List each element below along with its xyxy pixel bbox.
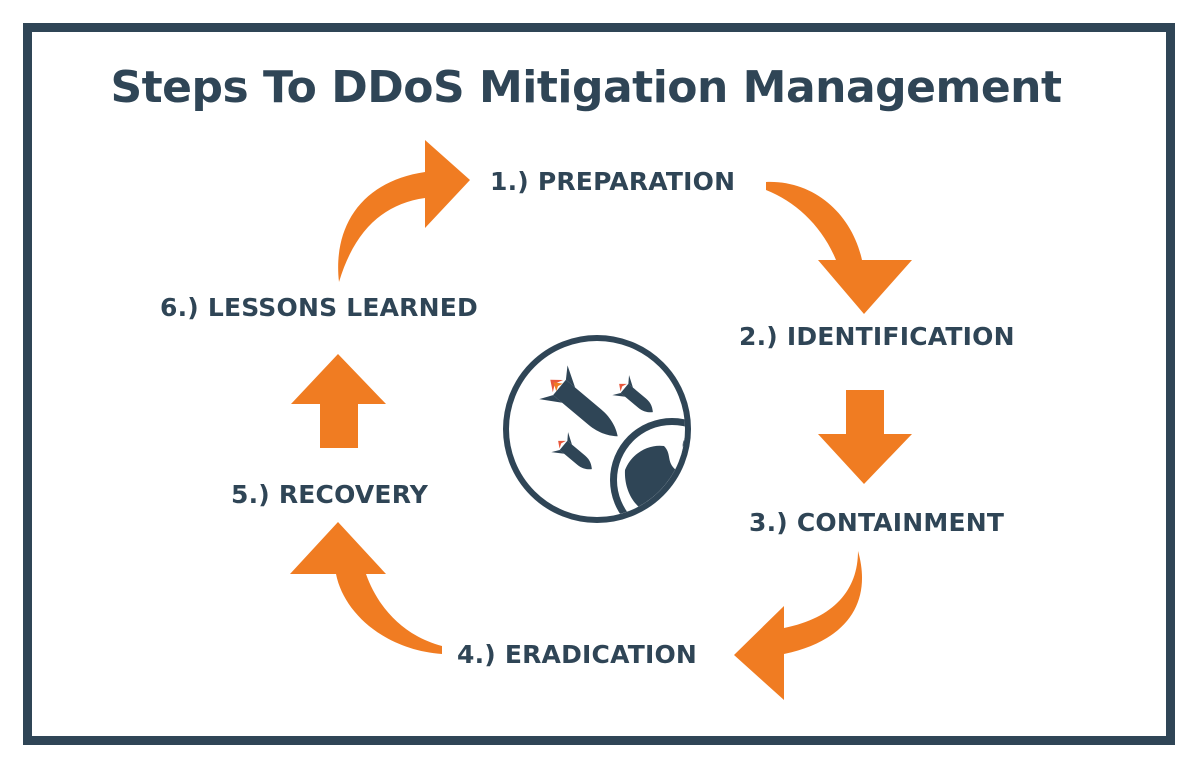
ddos-attack-icon	[503, 335, 691, 523]
step-preparation: 1.) PREPARATION	[490, 167, 736, 196]
arrow-containment-to-eradication	[734, 551, 863, 700]
arrow-lessons-to-preparation	[338, 140, 470, 282]
arrow-eradication-to-recovery	[290, 522, 442, 654]
arrow-recovery-to-lessons	[291, 354, 386, 448]
step-eradication: 4.) ERADICATION	[457, 640, 698, 669]
step-lessons-learned: 6.) LESSONS LEARNED	[160, 293, 478, 322]
step-identification: 2.) IDENTIFICATION	[739, 322, 1015, 351]
diagram-title: Steps To DDoS Mitigation Management	[110, 62, 1062, 113]
missile-small-icon	[551, 432, 592, 470]
step-containment: 3.) CONTAINMENT	[749, 508, 1005, 537]
missile-large-icon	[539, 365, 618, 437]
arrow-identification-to-containment	[818, 390, 912, 484]
missile-small-icon	[612, 375, 653, 413]
arrow-preparation-to-identification	[766, 181, 912, 314]
step-recovery: 5.) RECOVERY	[231, 480, 429, 509]
